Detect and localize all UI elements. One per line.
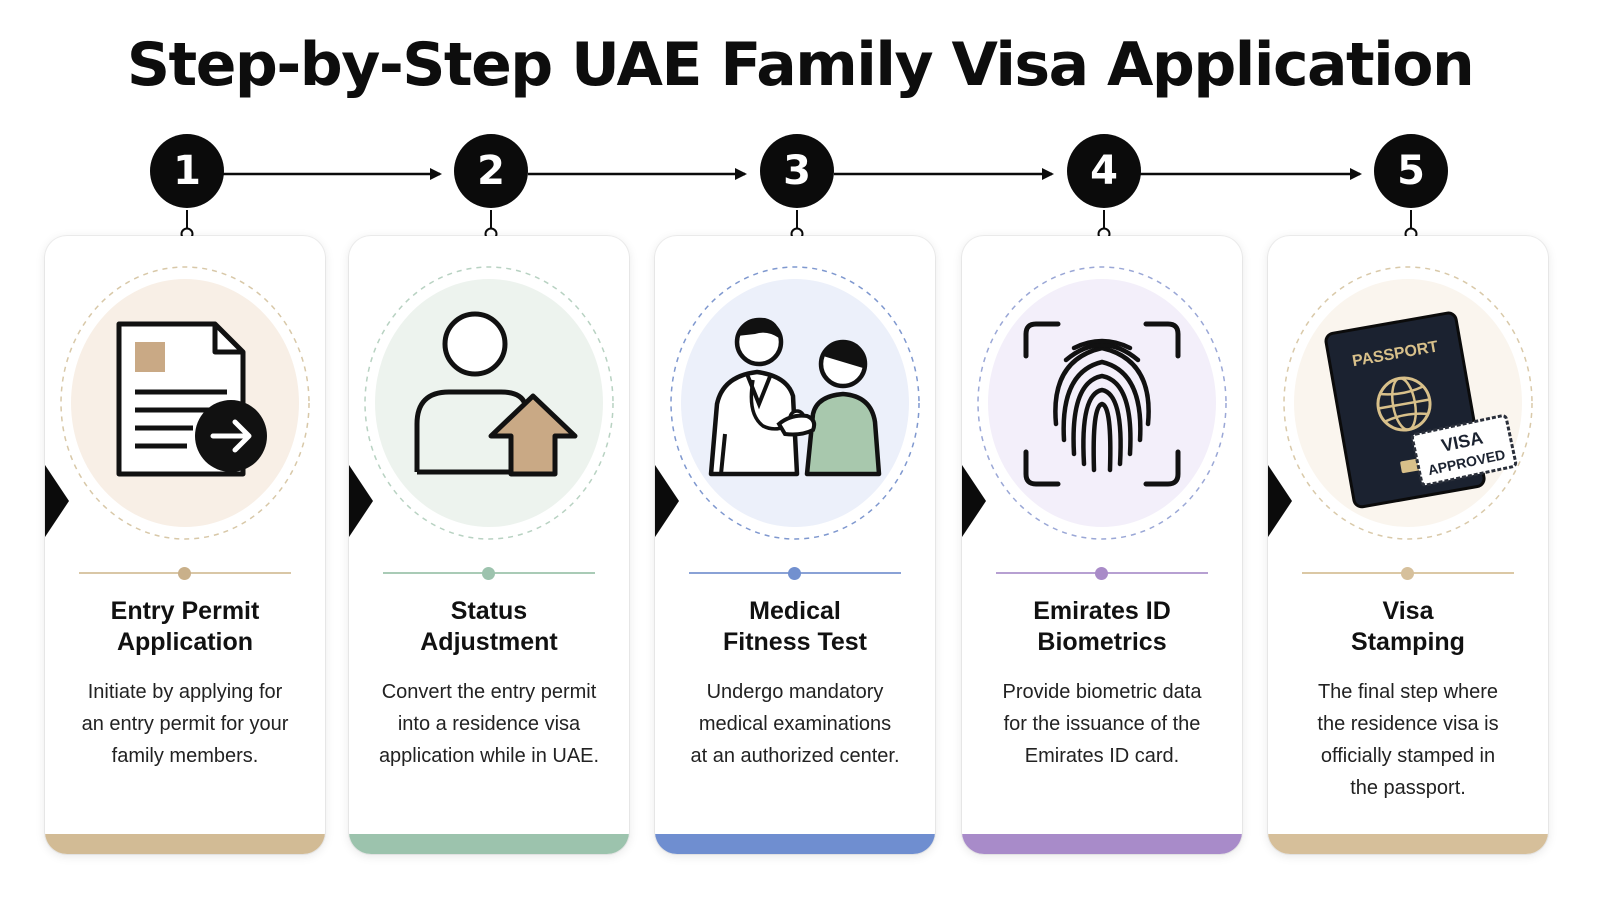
passport-stamp-icon: PASSPORT VISA APPROVED	[1280, 264, 1536, 542]
step-number-2: 2	[454, 134, 528, 208]
step-card-4: Emirates ID Biometrics Provide biometric…	[962, 236, 1242, 854]
card-pointer-5	[1268, 465, 1292, 537]
card-pointer-2	[349, 465, 373, 537]
step-title-line: Fitness Test	[722, 628, 868, 656]
step-number-5: 5	[1374, 134, 1448, 208]
step-desc-line: officially stamped in	[1320, 745, 1496, 767]
step-title-line: Emirates ID	[1033, 597, 1171, 625]
step-title-line: Biometrics	[1037, 628, 1167, 656]
step-title-line: Visa	[1382, 597, 1434, 625]
step-card-3: Medical Fitness Test Undergo mandatory m…	[655, 236, 935, 854]
step-desc-line: at an authorized center.	[690, 745, 900, 767]
step-desc-line: medical examinations	[698, 713, 892, 735]
card-pointer-3	[655, 465, 679, 537]
doctor-patient-icon	[667, 264, 923, 542]
card-accent-bar	[45, 834, 325, 854]
step-desc-line: Provide biometric data	[1002, 681, 1202, 703]
step-title-line: Adjustment	[420, 628, 558, 656]
step-title-line: Status	[450, 597, 528, 625]
page-title: Step-by-Step UAE Family Visa Application	[126, 30, 1475, 100]
step-title-line: Entry Permit	[110, 597, 260, 625]
card-accent-bar	[655, 834, 935, 854]
step-title-line: Stamping	[1351, 628, 1465, 656]
step-desc-line: family members.	[111, 745, 259, 767]
step-desc-line: the residence visa is	[1317, 713, 1499, 735]
step-desc-line: into a residence visa	[397, 713, 581, 735]
step-title-line: Application	[116, 628, 254, 656]
step-number-3: 3	[760, 134, 834, 208]
step-number-1: 1	[150, 134, 224, 208]
step-desc-line: Undergo mandatory	[706, 681, 884, 703]
step-desc-line: the passport.	[1350, 777, 1466, 799]
step-card-2: Status Adjustment Convert the entry perm…	[349, 236, 629, 854]
document-arrow-icon	[57, 264, 313, 542]
step-desc-line: for the issuance of the	[1003, 713, 1201, 735]
step-number-4: 4	[1067, 134, 1141, 208]
card-pointer-4	[962, 465, 986, 537]
card-accent-bar	[1268, 834, 1548, 854]
step-card-1: Entry Permit Application Initiate by app…	[45, 236, 325, 854]
step-desc-line: Initiate by applying for	[87, 681, 283, 703]
step-desc-line: The final step where	[1317, 681, 1499, 703]
step-desc-line: Convert the entry permit	[381, 681, 597, 703]
step-desc-line: an entry permit for your	[81, 713, 289, 735]
card-pointer-1	[45, 465, 69, 537]
step-card-5: PASSPORT VISA APPROVED Visa Stamping The…	[1268, 236, 1548, 854]
step-title-line: Medical	[749, 597, 841, 625]
card-accent-bar	[962, 834, 1242, 854]
fingerprint-icon	[974, 264, 1230, 542]
card-accent-bar	[349, 834, 629, 854]
step-desc-line: Emirates ID card.	[1024, 745, 1180, 767]
step-desc-line: application while in UAE.	[378, 745, 600, 767]
user-upgrade-icon	[361, 264, 617, 542]
